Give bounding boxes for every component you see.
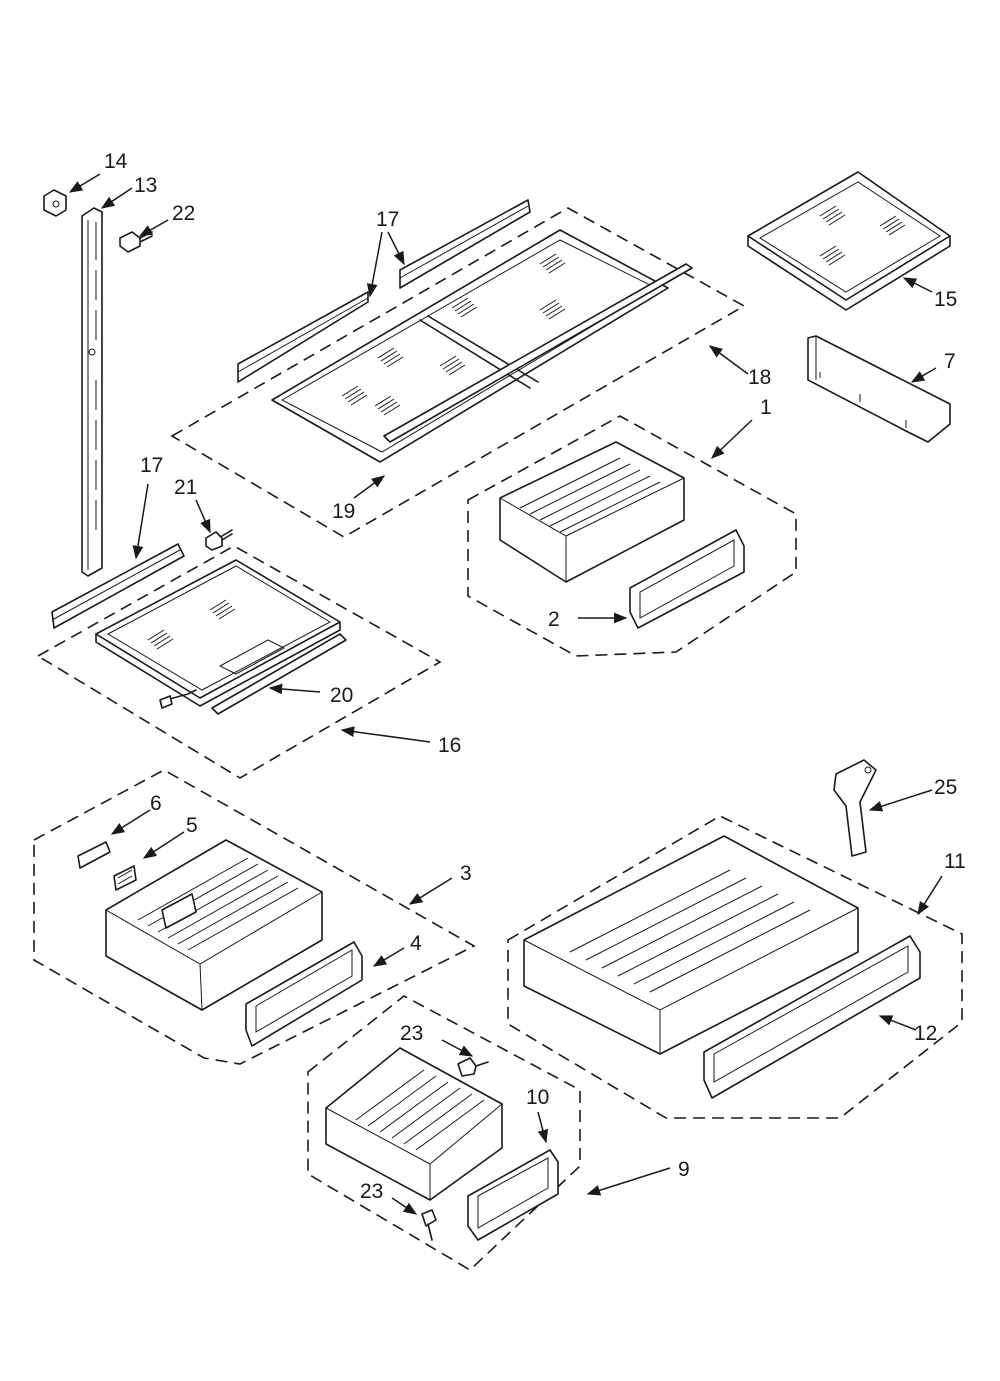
bracket-25-part (833, 759, 877, 857)
lower-glass-shelf (95, 559, 341, 707)
crisper-front-12 (703, 935, 921, 1099)
shelf-rail-left (237, 291, 369, 383)
callout-10: 10 (526, 1086, 549, 1109)
screw-23-upper (457, 1057, 489, 1077)
callout-5: 5 (186, 814, 198, 837)
screw-21-part (205, 529, 233, 551)
crisper-bin-part (499, 441, 685, 583)
callout-19: 19 (332, 500, 355, 523)
callout-4: 4 (410, 932, 422, 955)
callout-17-left: 17 (140, 454, 163, 477)
shelf-trim-strip (383, 263, 693, 443)
callout-17-top: 17 (376, 208, 399, 231)
callout-15: 15 (934, 288, 957, 311)
callout-21: 21 (174, 476, 197, 499)
crisper-bin-9-part (325, 1047, 503, 1201)
callout-16: 16 (438, 734, 461, 757)
crisper-outline-11 (507, 815, 963, 1119)
crisper-drawer-front (629, 529, 745, 629)
crisper-front-4 (245, 941, 363, 1047)
callout-9: 9 (678, 1158, 690, 1181)
callout-6: 6 (150, 792, 162, 815)
screw-23-lower (421, 1209, 437, 1241)
callout-23-bottom: 23 (360, 1180, 383, 1203)
crisper-front-10 (467, 1149, 559, 1241)
humidity-control-6 (77, 841, 111, 869)
callout-3: 3 (460, 862, 472, 885)
callout-labels: 14 13 22 17 15 7 18 1 19 2 17 21 20 16 6… (104, 150, 966, 1203)
clip-part (43, 189, 67, 217)
callout-25: 25 (934, 776, 957, 799)
crisper-bin-3-part (105, 839, 323, 1011)
lower-rail-part (51, 543, 185, 629)
callout-7: 7 (944, 350, 956, 373)
callout-14: 14 (104, 150, 128, 173)
crisper-outline-9 (307, 995, 581, 1271)
shelf-assembly-outline (170, 207, 746, 538)
callout-11: 11 (944, 850, 966, 873)
callout-23-top: 23 (400, 1022, 423, 1045)
wire-harness-part (159, 689, 197, 709)
bracket-part (807, 335, 951, 443)
lower-shelf-outline (36, 545, 442, 779)
callout-1: 1 (760, 396, 772, 419)
crisper-outline-3 (33, 769, 476, 1065)
crisper-outline-1 (467, 415, 797, 657)
callout-22: 22 (172, 202, 195, 225)
upright-rail-part (81, 207, 103, 577)
small-shelf-part (747, 171, 951, 311)
callout-18: 18 (748, 366, 771, 389)
lower-trim-strip (211, 633, 347, 715)
callout-2: 2 (548, 608, 560, 631)
crisper-bin-11-part (523, 835, 859, 1055)
humidity-control-5 (113, 865, 137, 891)
shelf-rail-right (399, 199, 531, 289)
callout-12: 12 (914, 1022, 937, 1045)
callout-13: 13 (134, 174, 157, 197)
callout-20: 20 (330, 684, 353, 707)
screw-part (119, 231, 153, 253)
leader-arrows (68, 173, 943, 1215)
